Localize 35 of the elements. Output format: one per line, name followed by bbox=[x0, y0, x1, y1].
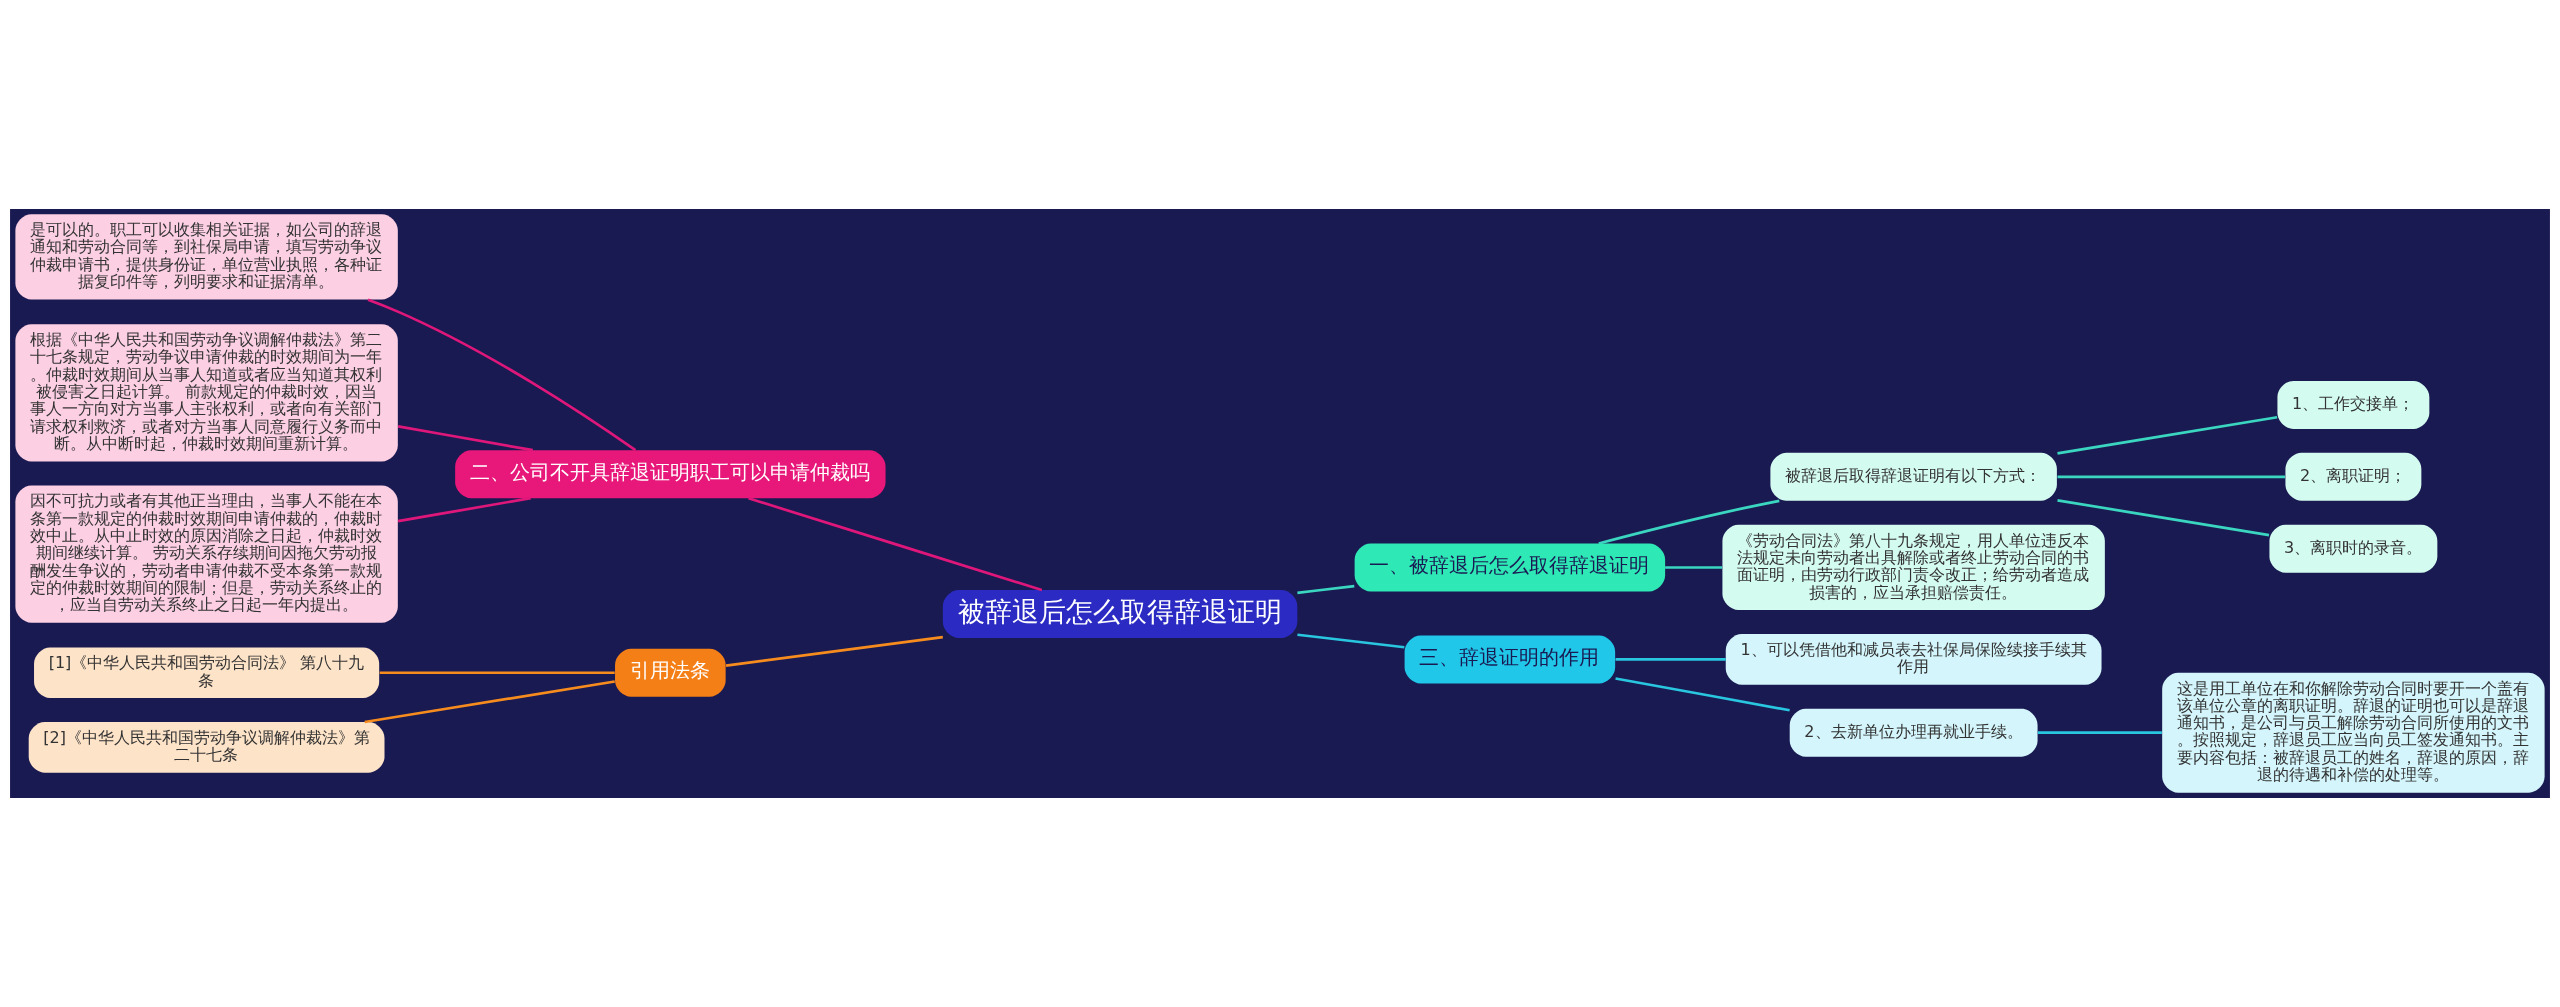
connector bbox=[748, 496, 1043, 592]
node-box: 引用法条 bbox=[615, 648, 726, 697]
node-box: 1、可以凭借他和减员表去社保局保险续接手续其作用 bbox=[1725, 634, 2102, 685]
node-box: [1]《中华人民共和国劳动合同法》 第八十九条 bbox=[34, 647, 380, 699]
node-box: [2]《中华人民共和国劳动争议调解仲裁法》第二十七条 bbox=[28, 722, 385, 773]
connector bbox=[2057, 415, 2278, 455]
connector bbox=[1297, 584, 1355, 595]
node-box: 一、被辞退后怎么取得辞退证明 bbox=[1354, 543, 1666, 592]
connector bbox=[2057, 475, 2285, 479]
connector bbox=[397, 425, 533, 452]
connector bbox=[1598, 499, 1780, 545]
connector bbox=[2057, 499, 2270, 537]
node-box: 是可以的。职工可以收集相关证据，如公司的辞退通知和劳动合同等，到社保局申请，填写劳动争议仲裁申请书，提供身份证，单位营业执照，各种证据复印件等，列明要求和证据清单。 bbox=[15, 214, 398, 300]
node-box: 三、辞退证明的作用 bbox=[1404, 635, 1616, 684]
node-box: 被辞退后怎么取得辞退证明 bbox=[942, 590, 1298, 639]
connector bbox=[367, 298, 637, 452]
node-box: 《劳动合同法》第八十九条规定，用人单位违反本法规定未向劳动者出具解除或者终止劳动合同的书面证明，由劳动行政部门责令改正；给劳动者造成损害的，应当承担赔偿责任。 bbox=[1722, 524, 2105, 611]
node-box: 2、离职证明； bbox=[2285, 452, 2422, 501]
connector bbox=[1665, 566, 1723, 569]
node-box: 2、去新单位办理再就业手续。 bbox=[1789, 708, 2038, 757]
connector bbox=[2037, 731, 2162, 735]
node-box: 二、公司不开具辞退证明职工可以申请仲裁吗 bbox=[455, 450, 886, 499]
connector bbox=[379, 671, 615, 675]
node-box: 3、离职时的录音。 bbox=[2269, 524, 2438, 573]
connector bbox=[1615, 658, 1726, 661]
connector bbox=[397, 496, 531, 523]
node-box: 这是用工单位在和你解除劳动合同时要开一个盖有该单位公章的离职证明。辞退的证明也可以是辞退通知书，是公司与员工解除劳动合同所使用的文书。按照规定，辞退员工应当向员工签发通知书。主要内容包括：被辞退员工的姓名，辞退的原因，辞退的待遇和补偿的处理等。 bbox=[2162, 672, 2545, 793]
node-box: 根据《中华人民共和国劳动争议调解仲裁法》第二十七条规定，劳动争议申请仲裁的时效期间为一年。仲裁时效期间从当事人知道或者应当知道其权利被侵害之日起计算。 前款规定的仲裁时效，因当事人一方向对方当事人主张权利，或者向有关部门请求权利救济，或者对方当事人同意履行义务而中断。从中断时起，仲裁时效期间重新计算。 bbox=[15, 324, 398, 462]
connector bbox=[364, 680, 615, 724]
connector bbox=[1297, 633, 1405, 649]
connector bbox=[1615, 677, 1790, 712]
connector bbox=[725, 635, 943, 667]
node-box: 因不可抗力或者有其他正当理由，当事人不能在本条第一款规定的仲裁时效期间申请仲裁的，仲裁时效中止。从中止时效的原因消除之日起，仲裁时效期间继续计算。 劳动关系存续期间因拖欠劳动报酬发生争议的，劳动者申请仲裁不受本条第一款规定的仲裁时效期间的限制；但是，劳动关系终止的，应当自劳动关系终止之日起一年内提出。 bbox=[15, 485, 398, 623]
node-box: 1、工作交接单； bbox=[2277, 380, 2430, 429]
node-box: 被辞退后取得辞退证明有以下方式： bbox=[1770, 452, 2057, 501]
